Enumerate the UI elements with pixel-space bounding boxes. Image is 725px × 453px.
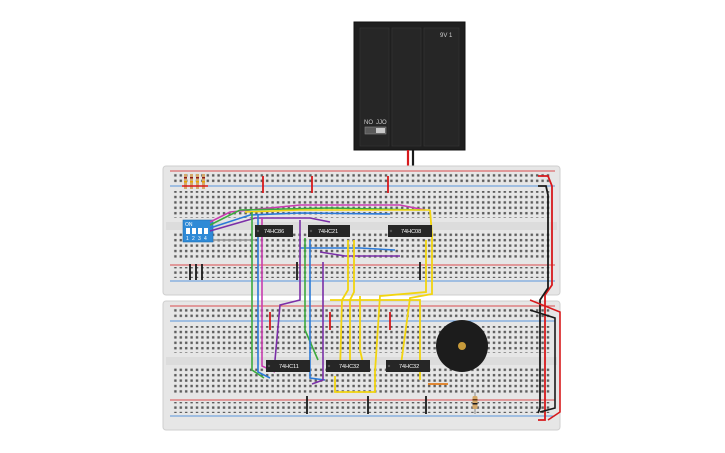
wire-green-bus[interactable] — [209, 207, 421, 226]
piezo-buzzer[interactable] — [436, 320, 488, 372]
wire-blue-bus[interactable] — [209, 212, 391, 229]
wire-yellow-link[interactable] — [339, 240, 349, 373]
breadboard-top — [162, 165, 561, 296]
chip-label: 74HC86 — [264, 229, 284, 235]
switch-on-label: JJO — [376, 120, 387, 126]
chip-74hc32[interactable]: 74HC32 — [326, 360, 370, 372]
battery-voltage-label: 9V 1 — [440, 33, 453, 39]
wire-yellow-link[interactable] — [374, 240, 427, 373]
chip-label: 74HC11 — [279, 364, 299, 370]
wire-red-feed[interactable] — [529, 299, 561, 421]
wire-green-link[interactable] — [304, 238, 319, 361]
chip-74hc21[interactable]: 74HC21 — [308, 225, 350, 237]
switch-off-label: NO — [364, 120, 373, 126]
chip-74hc86[interactable]: 74HC86 — [255, 225, 293, 237]
chip-74hc32[interactable]: 74HC32 — [386, 360, 430, 372]
resistor[interactable] — [184, 174, 187, 189]
resistor-array[interactable] — [182, 174, 208, 189]
dip-switch[interactable]: ON 1 2 3 4 — [182, 219, 214, 243]
chip-label: 74HC32 — [339, 364, 359, 370]
wire-yellow-link[interactable] — [349, 240, 355, 372]
chip-74hc08[interactable]: 74HC08 — [388, 225, 432, 237]
wire-black-feed[interactable] — [537, 185, 549, 414]
wire-green-link[interactable] — [251, 212, 265, 379]
chip-label: 74HC32 — [399, 364, 419, 370]
wire-purple-bus[interactable] — [319, 251, 400, 257]
resistor[interactable] — [190, 174, 193, 189]
dip-position-1: 1 — [186, 236, 189, 242]
wire-blue-bus[interactable] — [300, 247, 396, 251]
wire-purple-bus[interactable] — [209, 217, 331, 232]
wire-blue-link[interactable] — [257, 214, 271, 379]
wire-red-feed[interactable] — [538, 175, 553, 421]
dip-switch-brand: ON — [185, 222, 193, 228]
wire-yellow-link[interactable] — [334, 372, 376, 393]
wire-magenta-bus[interactable] — [209, 204, 426, 223]
wire-yellow-bus[interactable] — [244, 209, 430, 213]
chip-label: 74HC08 — [401, 229, 421, 235]
chip-label: 74HC21 — [318, 229, 338, 235]
battery-power-switch[interactable]: NO JJO — [364, 120, 387, 135]
wire-black-feed[interactable] — [529, 309, 556, 413]
battery-pack[interactable]: 9V 1 NO JJO — [353, 21, 466, 151]
resistor[interactable] — [472, 392, 478, 414]
wire-purple-link[interactable] — [274, 220, 301, 361]
resistor[interactable] — [196, 174, 199, 189]
chip-74hc11[interactable]: 74HC11 — [266, 360, 310, 372]
dip-position-3: 3 — [198, 236, 201, 242]
wire-blue-link[interactable] — [309, 240, 326, 381]
dip-position-4: 4 — [204, 236, 207, 242]
dip-position-2: 2 — [192, 236, 195, 242]
wire-purple-link[interactable] — [311, 262, 324, 385]
resistor[interactable] — [202, 174, 205, 189]
